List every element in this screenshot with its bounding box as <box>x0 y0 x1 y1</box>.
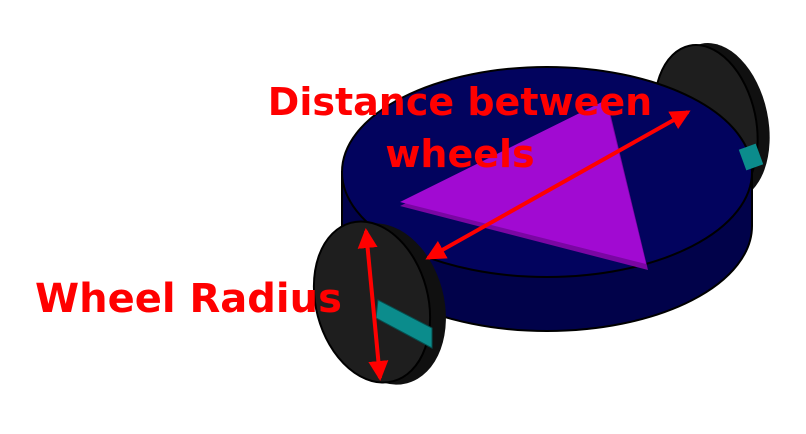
radius-arrow <box>357 228 389 381</box>
distance-label-line2: wheels <box>385 132 534 176</box>
distance-arrow <box>425 110 691 260</box>
distance-label-line1: Distance between <box>268 80 652 124</box>
wheel-radius-label: Wheel Radius <box>35 276 342 322</box>
right-axle <box>738 143 764 171</box>
